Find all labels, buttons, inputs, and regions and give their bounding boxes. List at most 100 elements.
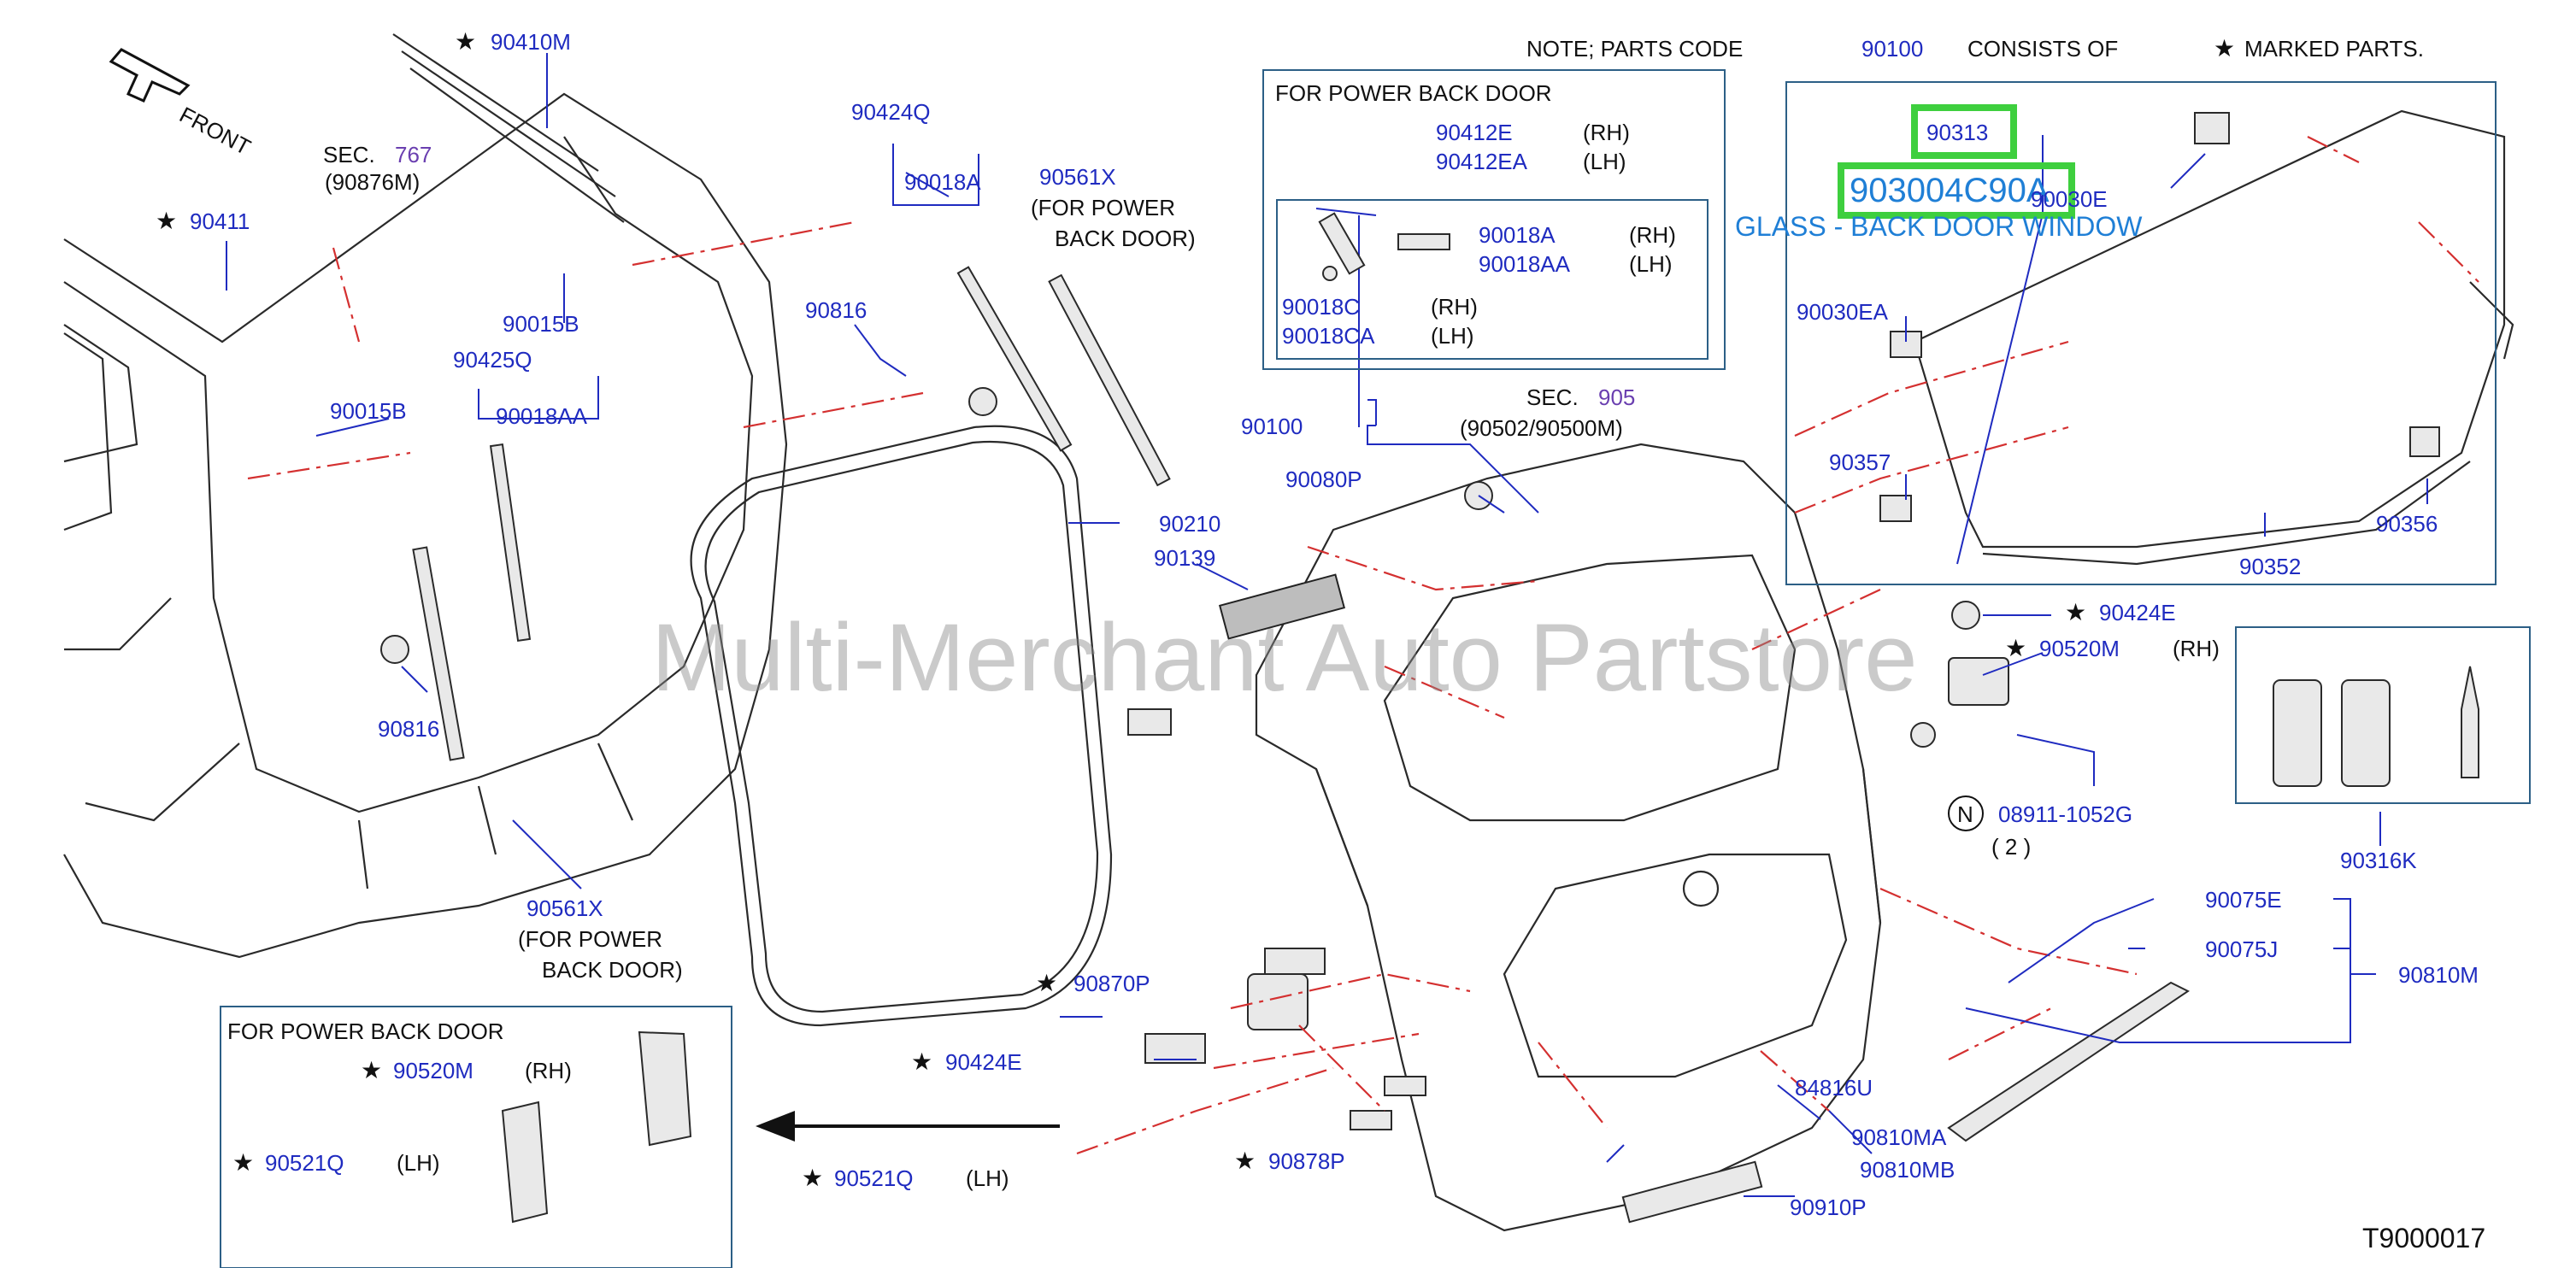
leader-lines xyxy=(226,53,2428,1197)
part-90018C[interactable]: 90018C xyxy=(1282,294,1360,320)
part-90018A[interactable]: 90018A xyxy=(904,169,981,195)
part-90520M[interactable]: 90520M xyxy=(2039,636,2120,661)
drawing-number: T9000017 xyxy=(2362,1223,2485,1253)
part-90810MB[interactable]: 90810MB xyxy=(1860,1157,1955,1183)
sec-905-prefix: SEC. xyxy=(1526,385,1579,410)
part-90424E-upper[interactable]: 90424E xyxy=(2099,600,2176,625)
power-box-bottom: FOR POWER BACK DOOR ★ 90520M (RH) ★ 9052… xyxy=(227,1019,572,1176)
part-90015B-lower[interactable]: 90015B xyxy=(330,398,407,424)
sec-905-number[interactable]: 905 xyxy=(1598,385,1635,410)
star-icon: ★ xyxy=(455,28,476,55)
front-arrow-icon xyxy=(109,48,191,103)
star-icon: ★ xyxy=(911,1048,932,1075)
note-code: 90100 xyxy=(1861,36,1923,62)
star-icon: ★ xyxy=(802,1165,823,1191)
star-icon: ★ xyxy=(361,1057,382,1083)
part-90425Q[interactable]: 90425Q xyxy=(453,347,532,373)
part-90015B-upper[interactable]: 90015B xyxy=(503,311,579,337)
nut-symbol-icon xyxy=(1948,795,1984,831)
part-90561X-lower-note1: (FOR POWER xyxy=(518,926,662,952)
vehicle-body-rear xyxy=(63,33,788,959)
part-90810M[interactable]: 90810M xyxy=(2398,962,2479,988)
part-90356[interactable]: 90356 xyxy=(2376,511,2438,537)
part-90357[interactable]: 90357 xyxy=(1829,449,1891,475)
part-90412EA[interactable]: 90412EA xyxy=(1436,149,1528,174)
star-icon: ★ xyxy=(2065,599,2086,625)
highlight-box-small xyxy=(1911,104,2017,159)
part-90810MA[interactable]: 90810MA xyxy=(1851,1124,1947,1150)
part-90412E-side: (RH) xyxy=(1583,120,1630,145)
direction-arrow xyxy=(756,1111,1060,1142)
part-90075E[interactable]: 90075E xyxy=(2205,887,2282,913)
part-90316K[interactable]: 90316K xyxy=(2340,848,2417,873)
part-90520M-box[interactable]: 90520M xyxy=(393,1058,473,1083)
part-90816-right[interactable]: 90816 xyxy=(805,297,867,323)
part-90018AA-box-side: (LH) xyxy=(1629,251,1673,277)
part-08911-qty: ( 2 ) xyxy=(1991,834,2031,860)
part-90521Q-box[interactable]: 90521Q xyxy=(265,1150,344,1176)
part-90018C-side: (RH) xyxy=(1431,294,1478,320)
star-icon: ★ xyxy=(1234,1148,1256,1174)
part-90018A-box-side: (RH) xyxy=(1629,222,1676,248)
part-90030EA[interactable]: 90030EA xyxy=(1797,299,1889,325)
part-90424Q[interactable]: 90424Q xyxy=(851,99,931,125)
part-90521Q-box-side: (LH) xyxy=(397,1150,440,1176)
highlight-small-code[interactable]: 90313 xyxy=(1926,120,1988,145)
part-labels: ★ 90410M ★ 90411 SEC. 767 (90876M) 90015… xyxy=(156,28,2479,1220)
highlight-description: GLASS - BACK DOOR WINDOW xyxy=(1735,211,2143,242)
hidden-line-leaders xyxy=(247,136,2479,1155)
part-90910P[interactable]: 90910P xyxy=(1790,1195,1867,1220)
frame-boxes xyxy=(220,69,2531,1268)
part-90018CA[interactable]: 90018CA xyxy=(1282,323,1375,349)
power-box-top: FOR POWER BACK DOOR 90412E (RH) 90412EA … xyxy=(1275,80,1676,349)
sec-767-prefix: SEC. xyxy=(323,142,375,167)
part-90520M-box-side: (RH) xyxy=(525,1058,572,1083)
part-08911-1052G[interactable]: 08911-1052G xyxy=(1998,801,2132,827)
sec-905-sub: (90502/90500M) xyxy=(1460,415,1623,441)
part-90411[interactable]: 90411 xyxy=(190,208,250,234)
part-90561X-lower-note2: BACK DOOR) xyxy=(542,957,683,983)
part-90561X-upper[interactable]: 90561X xyxy=(1039,164,1116,190)
sec-767-number[interactable]: 767 xyxy=(395,142,432,167)
part-90561X-upper-note1: (FOR POWER xyxy=(1031,195,1175,220)
part-90018AA-box[interactable]: 90018AA xyxy=(1479,251,1571,277)
note-suffix: MARKED PARTS. xyxy=(2244,36,2424,62)
highlight-box-big xyxy=(1838,162,2075,219)
star-icon: ★ xyxy=(2005,635,2026,661)
part-90878P[interactable]: 90878P xyxy=(1268,1148,1345,1174)
part-90412E[interactable]: 90412E xyxy=(1436,120,1513,145)
part-90018AA[interactable]: 90018AA xyxy=(496,403,588,429)
part-90210[interactable]: 90210 xyxy=(1159,511,1220,537)
note-middle: CONSISTS OF xyxy=(1967,36,2118,62)
part-08911-symbol: N xyxy=(1957,801,1973,827)
power-box-bottom-title: FOR POWER BACK DOOR xyxy=(227,1019,504,1044)
part-90080P[interactable]: 90080P xyxy=(1285,467,1362,492)
part-90870P[interactable]: 90870P xyxy=(1073,971,1150,996)
part-90139[interactable]: 90139 xyxy=(1154,545,1215,571)
watermark-text: Multi-Merchant Auto Partstore xyxy=(651,604,1917,711)
part-90018A-box[interactable]: 90018A xyxy=(1479,222,1556,248)
part-90410M[interactable]: 90410M xyxy=(491,29,571,55)
part-90100[interactable]: 90100 xyxy=(1241,414,1303,439)
sec-767-sub: (90876M) xyxy=(325,169,420,195)
star-icon: ★ xyxy=(156,208,177,234)
highlight-big-code[interactable]: 903004C90A xyxy=(1850,172,2050,209)
part-90561X-lower[interactable]: 90561X xyxy=(526,895,603,921)
front-label: FRONT xyxy=(175,102,255,161)
parts-note: NOTE; PARTS CODE 90100 CONSISTS OF ★ MAR… xyxy=(1526,35,2424,62)
part-90816-left[interactable]: 90816 xyxy=(378,716,439,742)
part-90352[interactable]: 90352 xyxy=(2239,554,2301,579)
part-90075J[interactable]: 90075J xyxy=(2205,936,2278,962)
adhesive-kit-icon xyxy=(2273,666,2479,787)
highlight-callout: 90313 903004C90A GLASS - BACK DOOR WINDO… xyxy=(1735,104,2143,242)
bracket-parts xyxy=(501,1030,692,1224)
back-door-window-glass xyxy=(1913,109,2514,566)
note-star-icon: ★ xyxy=(2214,35,2235,62)
part-84816U[interactable]: 84816U xyxy=(1795,1075,1873,1101)
part-90424E-lower[interactable]: 90424E xyxy=(945,1049,1022,1075)
part-90030E[interactable]: 90030E xyxy=(2031,186,2108,212)
part-90561X-upper-note2: BACK DOOR) xyxy=(1055,226,1196,251)
part-90412EA-side: (LH) xyxy=(1583,149,1626,174)
part-90521Q-side: (LH) xyxy=(966,1165,1009,1191)
part-90521Q[interactable]: 90521Q xyxy=(834,1165,914,1191)
